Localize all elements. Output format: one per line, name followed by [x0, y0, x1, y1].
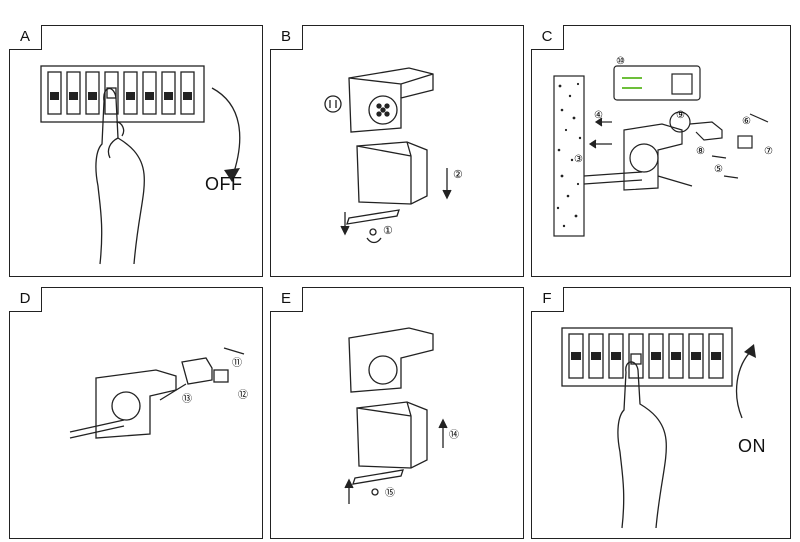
connector: [689, 121, 723, 141]
gasket: [213, 369, 229, 383]
panel-label-d: D: [9, 287, 42, 312]
callout-1: ①: [383, 225, 393, 237]
lamp-cover: [356, 141, 428, 205]
callout-14: ⑭: [449, 429, 459, 441]
panel-d: D ⑪ ⑫ ⑬: [9, 287, 263, 539]
arrow-5: [723, 175, 739, 179]
panel-f: F ON: [531, 287, 791, 539]
panel-b: B ① ②: [270, 25, 524, 277]
panel-label-b: B: [270, 25, 303, 50]
panel-label-c: C: [531, 25, 564, 50]
breaker-switches: [568, 333, 724, 379]
callout-15: ⑮: [385, 487, 395, 499]
panel-label-a: A: [9, 25, 42, 50]
panel-c: C: [531, 25, 791, 277]
arrow-13: [159, 383, 187, 401]
callout-2: ②: [453, 169, 463, 181]
lamp-cover: [356, 401, 428, 469]
callout-5: ⑤: [714, 164, 723, 175]
callout-6: ⑥: [742, 116, 751, 127]
arrow-on-curve: [735, 349, 753, 419]
terminal-block: [368, 355, 398, 385]
panel-e: E ⑭ ⑮: [270, 287, 524, 539]
callout-8: ⑧: [696, 146, 705, 157]
panel-label-f: F: [531, 287, 564, 312]
hand-sketch: [95, 87, 145, 265]
arrow-7: [749, 113, 769, 123]
refit-cover-illustration: ⑭ ⑮: [344, 327, 459, 504]
callout-7: ⑦: [764, 146, 773, 157]
wall-lamp-housing: [95, 369, 177, 439]
terminal-diagram-inset: [613, 65, 701, 101]
connect-wires-illustration: ⑪ ⑫ ⑬: [69, 347, 248, 439]
callout-13: ⑬: [182, 393, 192, 405]
gasket: [737, 135, 753, 149]
off-label: OFF: [205, 174, 243, 194]
cable: [583, 171, 643, 185]
callout-4: ④: [594, 110, 603, 121]
wiring-illustration: ③ ④ ⑤ ⑥ ⑦ ⑧ ⑨ ⑩: [553, 56, 773, 237]
terminal-block: [111, 391, 141, 421]
screw-icon: [369, 228, 377, 236]
cable: [69, 419, 125, 439]
remove-cover-illustration: ① ②: [324, 67, 463, 244]
wall-lamp-housing: [348, 67, 434, 133]
panel-a: A OFF: [9, 25, 263, 277]
screw-icon: [371, 488, 379, 496]
base-plate: [352, 469, 404, 485]
terminal-block: [629, 143, 659, 173]
callout-12: ⑫: [238, 389, 248, 401]
hand-sketch: [617, 361, 667, 529]
panel-label-e: E: [270, 287, 303, 312]
terminal-block: [368, 95, 398, 125]
wall-section: [553, 75, 585, 237]
wall-texture: [556, 82, 582, 228]
arrow-6: [711, 155, 727, 159]
breaker-panel: [561, 327, 733, 387]
arrow-11: [223, 347, 245, 355]
connector: [181, 357, 213, 385]
callout-9: ⑨: [676, 110, 685, 121]
breaker-panel: [40, 65, 205, 123]
callout-11: ⑪: [232, 357, 242, 369]
breaker-off-illustration: [40, 65, 241, 265]
wall-lamp-housing: [623, 123, 683, 191]
breaker-switch-toggled: [106, 87, 117, 99]
callout-10: ⑩: [616, 56, 625, 67]
breaker-switches: [47, 71, 195, 115]
callout-3: ③: [574, 154, 583, 165]
on-label: ON: [738, 436, 766, 456]
arrow-off-curve: [211, 87, 241, 179]
wall-lamp-housing: [348, 327, 434, 393]
base-plate: [346, 209, 400, 225]
plug-icon: [324, 95, 342, 113]
magnifier-circle: [669, 111, 691, 133]
breaker-on-illustration: [561, 327, 756, 529]
